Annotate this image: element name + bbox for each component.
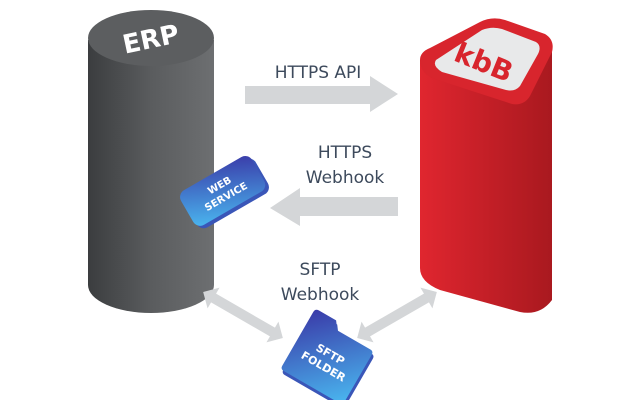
kbb-sftp-double-arrow [357,287,437,343]
erp-sftp-double-arrow [203,287,283,343]
https-webhook-label-1: HTTPS [318,143,372,163]
sftp-webhook-label-2: Webhook [281,285,360,305]
sftp-folder-icon: SFTP FOLDER [281,309,374,400]
web-service-badge: WEB SERVICE [180,156,269,229]
https-api-arrow: HTTPS API [245,63,398,112]
https-webhook-arrow: HTTPS Webhook [270,143,398,226]
kbb-platform: kbB [420,18,553,313]
erp-database: ERP [88,10,214,313]
sftp-webhook-label-1: SFTP [300,260,341,280]
https-webhook-label-2: Webhook [306,168,385,188]
https-api-label: HTTPS API [275,63,362,83]
